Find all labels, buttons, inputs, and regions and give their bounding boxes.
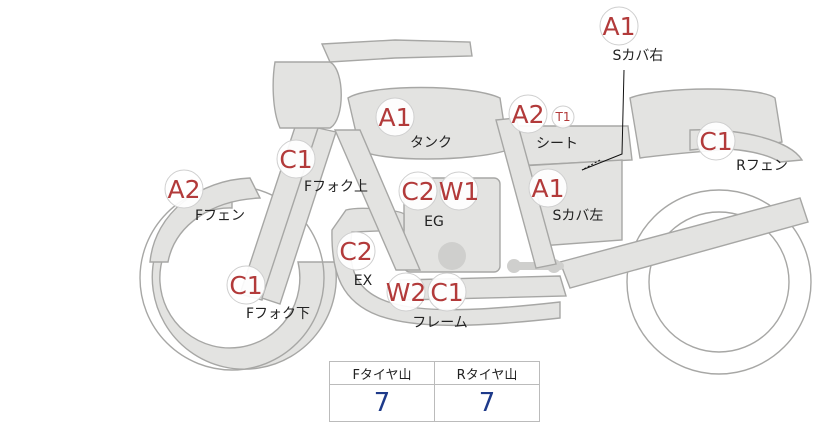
label-r-fender: Rフェン	[736, 158, 788, 174]
grade-f-fork-upper: C1	[279, 145, 312, 174]
marker-f-fork-lower[interactable]: C1 Fフォク下	[226, 265, 310, 322]
marker-eg[interactable]: C2 W1 EG	[398, 171, 480, 230]
label-s-cover-left: Sカバ左	[553, 208, 604, 224]
grade-seat: A2	[511, 100, 544, 129]
header-rear-tire: Rタイヤ山	[434, 361, 540, 385]
grade-f-fork-lower: C1	[229, 271, 262, 300]
label-frame: フレーム	[412, 315, 468, 331]
marker-f-fender[interactable]: A2 Fフェン	[164, 169, 245, 224]
tire-tread-table: Fタイヤ山 Rタイヤ山 7 7	[329, 361, 540, 422]
label-s-cover-right: Sカバ右	[613, 48, 664, 64]
grade-f-fender: A2	[167, 175, 200, 204]
label-ex: EX	[354, 273, 373, 289]
marker-seat[interactable]: A2 T1 シート	[508, 94, 578, 152]
label-tank: タンク	[410, 135, 452, 151]
grade-seat-sub: T1	[555, 110, 571, 124]
grade-frame-2: C1	[430, 278, 463, 307]
label-f-fork-upper: Fフォク上	[304, 179, 368, 195]
marker-tank[interactable]: A1 タンク	[375, 97, 452, 151]
grade-ex: C2	[339, 237, 372, 266]
tire-table-header-row: Fタイヤ山 Rタイヤ山	[329, 361, 540, 385]
label-eg: EG	[424, 214, 444, 230]
grade-s-cover-left: A1	[531, 174, 564, 203]
tire-table-value-row: 7 7	[329, 384, 540, 422]
grade-s-cover-right: A1	[602, 12, 635, 41]
label-f-fork-lower: Fフォク下	[246, 306, 310, 322]
grade-tank: A1	[378, 103, 411, 132]
marker-frame[interactable]: W2 C1 フレーム	[386, 272, 468, 331]
grade-frame-1: W2	[386, 278, 427, 307]
label-f-fender: Fフェン	[195, 208, 245, 224]
label-seat: シート	[536, 136, 578, 152]
value-front-tire: 7	[329, 384, 435, 422]
marker-s-cover-left[interactable]: A1 Sカバ左	[528, 168, 604, 224]
value-rear-tire: 7	[434, 384, 540, 422]
marker-f-fork-upper[interactable]: C1 Fフォク上	[276, 139, 368, 195]
marker-s-cover-right[interactable]: A1 Sカバ右	[599, 6, 664, 64]
grade-eg-1: C2	[401, 177, 434, 206]
motorcycle-silhouette	[139, 39, 812, 375]
grade-eg-2: W1	[439, 177, 480, 206]
marker-ex[interactable]: C2 EX	[336, 231, 376, 289]
grade-r-fender: C1	[699, 127, 732, 156]
header-front-tire: Fタイヤ山	[329, 361, 435, 385]
marker-r-fender[interactable]: C1 Rフェン	[696, 121, 788, 174]
